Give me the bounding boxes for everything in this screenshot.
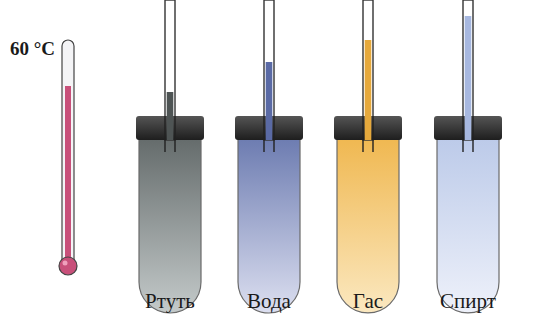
stopper (235, 116, 303, 140)
test-tube (434, 0, 502, 313)
stopper (434, 116, 502, 140)
capillary-wall (362, 116, 363, 152)
liquid-column (266, 116, 273, 140)
test-tube (235, 0, 303, 313)
liquid-column (266, 62, 273, 140)
stopper (334, 116, 402, 140)
liquid-label: Спирт (440, 291, 496, 312)
liquid-column (365, 116, 372, 140)
liquid-label: Ртуть (145, 291, 195, 312)
stopper (136, 116, 204, 140)
liquid-column (465, 116, 472, 140)
liquid-column (365, 40, 372, 140)
liquid (238, 128, 300, 313)
capillary-wall (462, 116, 463, 152)
capillary-wall (273, 116, 274, 152)
test-tube (334, 0, 402, 313)
liquid (437, 128, 499, 313)
temperature-label: 60 °C (10, 39, 55, 58)
capillary-wall (372, 116, 373, 152)
capillary-wall (472, 116, 473, 152)
liquid-column (465, 16, 472, 140)
capillary-wall (263, 116, 264, 152)
liquid-column (167, 116, 174, 140)
liquid-column (167, 92, 174, 140)
liquid-label: Вода (247, 291, 291, 312)
thermometer (59, 40, 77, 275)
test-tube (136, 0, 204, 313)
liquid-label: Гас (353, 291, 383, 312)
capillary-wall (164, 116, 165, 152)
liquid (139, 128, 201, 313)
liquid (337, 128, 399, 313)
capillary-wall (174, 116, 175, 152)
